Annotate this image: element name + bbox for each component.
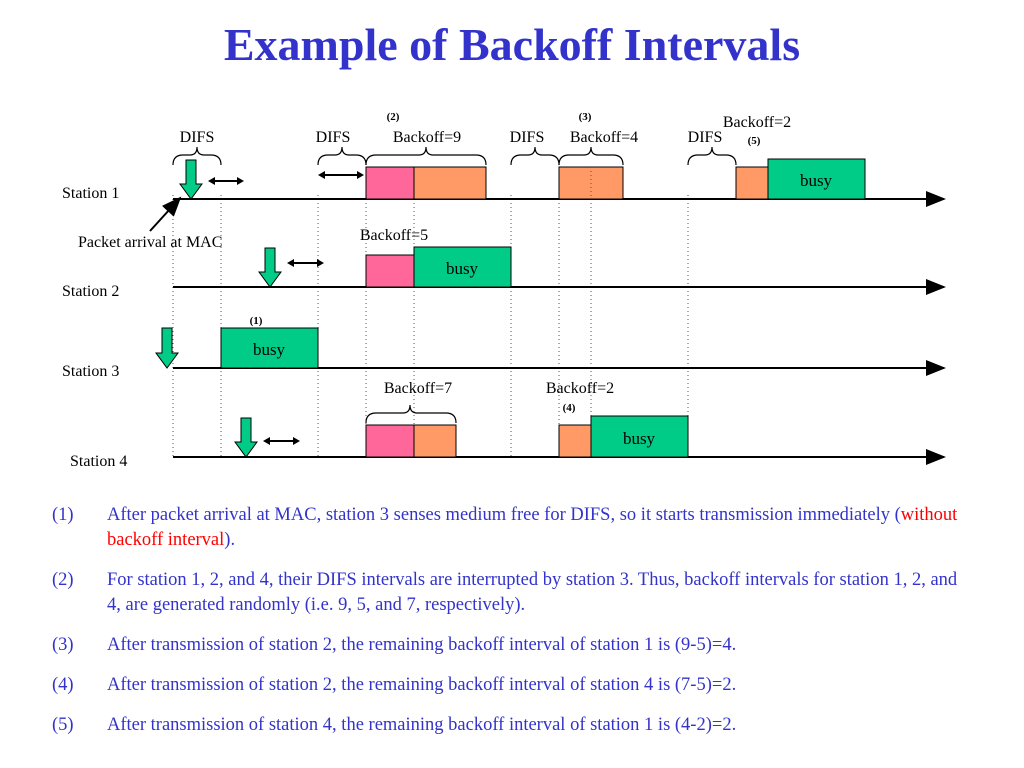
marker-4: (4)	[563, 402, 576, 414]
note-text: After transmission of station 4, the rem…	[107, 715, 737, 735]
slide-title: Example of Backoff Intervals	[223, 19, 801, 70]
s4-difs-slot	[365, 424, 415, 458]
s1-backoff-block-3	[735, 166, 769, 200]
s4-busy-label: busy	[623, 429, 656, 448]
note-text: For station 1, 2, and 4, their DIFS inte…	[107, 570, 958, 615]
note-4: (4) After transmission of station 2, the…	[52, 673, 972, 698]
brace-difs-1	[172, 146, 222, 166]
s4-backoff-block-2	[558, 424, 592, 458]
note-text: After packet arrival at MAC, station 3 s…	[107, 505, 901, 525]
brace-backoff4	[558, 146, 624, 166]
brace-backoff9	[365, 146, 487, 166]
backoff-timing-diagram: Station 1 Station 2 Station 3 Station 4 …	[62, 111, 946, 470]
label-backoff5: Backoff=5	[360, 227, 428, 244]
label-difs-4: DIFS	[688, 129, 723, 146]
note-number: (1)	[52, 505, 74, 525]
label-backoff2-s1: Backoff=2	[723, 114, 791, 131]
brace-difs-3	[510, 146, 560, 166]
station-2-label: Station 2	[62, 283, 119, 300]
note-number: (4)	[52, 675, 74, 695]
s2-difs-slot	[365, 254, 415, 288]
note-3: (3) After transmission of station 2, the…	[52, 633, 972, 658]
label-backoff9: Backoff=9	[393, 129, 461, 146]
s2-busy-block	[413, 246, 512, 288]
packet-arrival-arrow-s3	[155, 327, 179, 369]
s3-busy-label: busy	[253, 340, 286, 359]
packet-arrival-arrow-s4	[234, 417, 258, 458]
marker-5: (5)	[748, 135, 761, 147]
difs-sense-arrow-s1b	[318, 171, 364, 179]
s3-busy-block	[220, 327, 319, 369]
s1-backoff-block-1	[413, 166, 487, 200]
explanation-list: (1) After packet arrival at MAC, station…	[52, 503, 972, 753]
label-difs-2: DIFS	[316, 129, 351, 146]
note-text: After transmission of station 2, the rem…	[107, 635, 737, 655]
note-5: (5) After transmission of station 4, the…	[52, 713, 972, 738]
note-text-end: ).	[224, 530, 236, 550]
note-1: (1) After packet arrival at MAC, station…	[52, 503, 972, 553]
difs-sense-arrow-s4	[263, 437, 300, 445]
brace-difs-4	[687, 146, 737, 166]
label-difs-1: DIFS	[180, 129, 215, 146]
s2-busy-label: busy	[446, 259, 479, 278]
label-backoff7: Backoff=7	[384, 380, 452, 397]
station-4-label: Station 4	[70, 453, 127, 470]
marker-3: (3)	[579, 111, 592, 123]
s1-difs-slot-1	[365, 166, 415, 200]
marker-1: (1)	[250, 315, 263, 327]
station-3-label: Station 3	[62, 363, 119, 380]
difs-sense-arrow-s2	[287, 259, 324, 267]
packet-arrival-arrow-s2	[258, 247, 282, 288]
s1-busy-label: busy	[800, 171, 833, 190]
label-difs-3: DIFS	[510, 129, 545, 146]
s4-backoff-block-1	[413, 424, 457, 458]
packet-arrival-label: Packet arrival at MAC	[78, 234, 222, 251]
note-text: After transmission of station 2, the rem…	[107, 675, 737, 695]
station-1-label: Station 1	[62, 185, 119, 202]
note-number: (5)	[52, 715, 74, 735]
label-backoff2-s4: Backoff=2	[546, 380, 614, 397]
note-2: (2) For station 1, 2, and 4, their DIFS …	[52, 568, 972, 618]
packet-arrival-pointer	[149, 196, 182, 232]
s4-busy-block	[590, 415, 689, 458]
note-number: (2)	[52, 570, 74, 590]
s1-busy-block	[767, 158, 866, 200]
note-highlight: without backoff interval	[107, 505, 958, 550]
difs-sense-arrow-s1	[208, 177, 244, 185]
label-backoff4: Backoff=4	[570, 129, 638, 146]
note-number: (3)	[52, 635, 74, 655]
brace-difs-2	[317, 146, 367, 166]
marker-2: (2)	[387, 111, 400, 123]
brace-backoff7	[365, 404, 457, 424]
packet-arrival-arrow-s1	[179, 159, 203, 200]
